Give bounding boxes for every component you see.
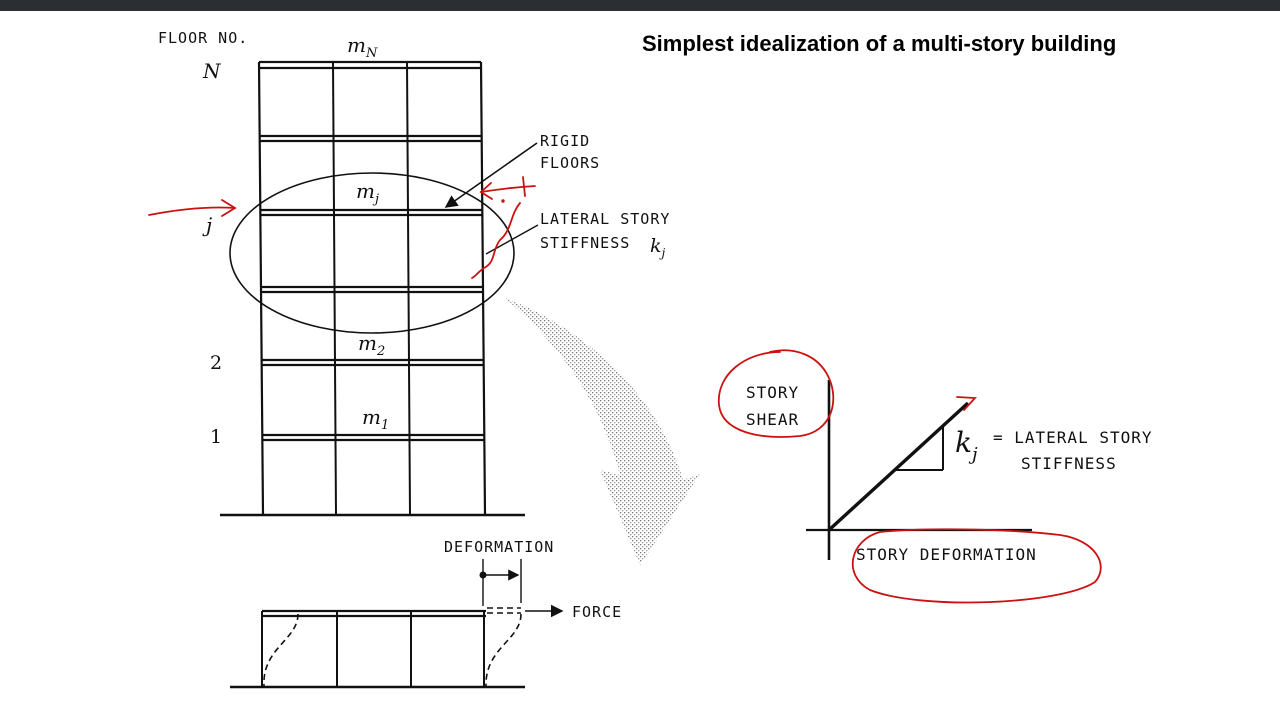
- annotation-squiggle: [471, 202, 521, 279]
- top-bar: [0, 0, 1280, 11]
- lateral-stiffness-label-line1: LATERAL STORY: [540, 210, 670, 228]
- lateral-stiffness-leader: [485, 224, 539, 255]
- mass-label-j: mj: [356, 179, 379, 207]
- force-label: FORCE: [572, 603, 622, 621]
- annotation-force-arrow: [480, 185, 536, 193]
- floor-no-label: FLOOR NO.: [158, 29, 248, 47]
- column-right: [479, 61, 487, 516]
- floor-number-n: N: [202, 59, 222, 83]
- mass-label-1: m1: [362, 405, 389, 433]
- column-left: [257, 61, 265, 516]
- floor-number-1: 1: [210, 426, 222, 448]
- graph-y-label-line1: STORY: [746, 383, 799, 402]
- column-mid-1: [332, 61, 337, 516]
- annotation-arrowhead-story-j: [221, 199, 237, 217]
- annotation-arrow-story-j: [148, 206, 236, 216]
- deformation-label: DEFORMATION: [444, 538, 554, 556]
- rigid-floors-leader: [444, 142, 538, 208]
- rigid-floors-label-line1: RIGID: [540, 132, 590, 150]
- graph-x-label: STORY DEFORMATION: [856, 545, 1037, 564]
- building-frame: [220, 60, 525, 517]
- stiffness-symbol: kj: [650, 235, 666, 260]
- mass-label-2: m2: [358, 331, 385, 359]
- curved-arrow: [505, 298, 700, 565]
- graph-slope-symbol: kj: [955, 426, 978, 465]
- graph-slope-label-line1: = LATERAL STORY: [993, 428, 1153, 447]
- mass-label-n: mN: [347, 33, 378, 61]
- red-annotations: [148, 176, 1102, 604]
- floor-number-j: j: [202, 213, 212, 237]
- stiffness-graph: [806, 380, 1032, 560]
- annotation-circle-story-shear: [718, 349, 835, 438]
- lateral-stiffness-label-line2: STIFFNESS: [540, 234, 630, 252]
- annotation-circle-story-deformation: [851, 528, 1102, 604]
- annotation-arrowhead-graph: [956, 396, 977, 411]
- floor-number-2: 2: [210, 352, 222, 374]
- graph-stiffness-line: [827, 401, 970, 532]
- floor-slabs: [259, 60, 485, 442]
- story-j-ellipse: [229, 172, 515, 334]
- rigid-floors-label-line2: FLOORS: [540, 154, 600, 172]
- column-mid-2: [406, 61, 411, 516]
- slide-title: Simplest idealization of a multi-story b…: [642, 31, 1117, 56]
- story-detail: [230, 559, 564, 689]
- graph-slope-label-line2: STIFFNESS: [1021, 454, 1117, 473]
- graph-y-label-line2: SHEAR: [746, 410, 799, 429]
